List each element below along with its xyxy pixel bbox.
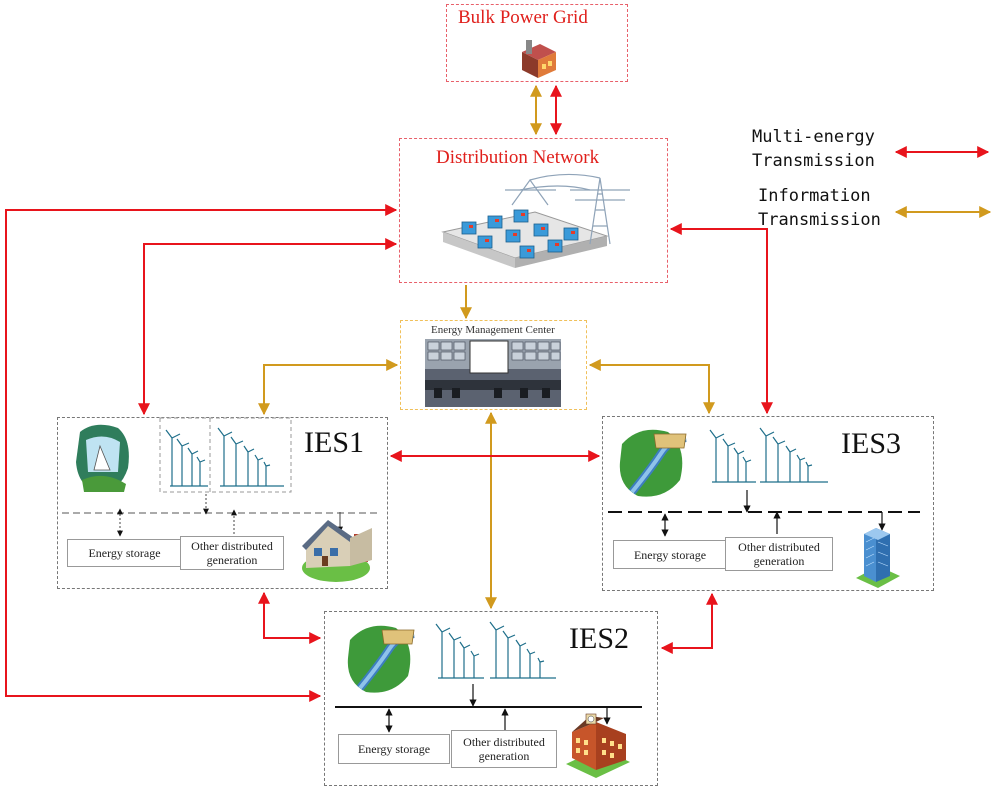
ies3-office-building-icon bbox=[856, 528, 900, 588]
ies3-label: IES3 bbox=[841, 427, 901, 460]
ies2-other-generation: Other distributed generation bbox=[451, 730, 557, 768]
ies1-wind-frame bbox=[159, 417, 292, 493]
ies1-other-generation: Other distributed generation bbox=[180, 536, 284, 570]
dist-ies3-energy-arrow bbox=[669, 223, 773, 415]
ies3-other-generation: Other distributed generation bbox=[725, 537, 833, 571]
control-room-icon bbox=[425, 339, 561, 407]
ies2-hydro-icon bbox=[347, 625, 415, 693]
energy-management-center-box: Energy Management Center bbox=[400, 320, 587, 410]
dist-ies1-energy-arrow bbox=[138, 238, 398, 416]
ies3-energy-storage: Energy storage bbox=[613, 540, 727, 569]
emc-ies1-info-arrow bbox=[258, 359, 399, 416]
ies3-ies2-energy-arrow bbox=[660, 592, 718, 654]
power-plant-icon bbox=[522, 40, 556, 78]
distribution-network-box: Distribution Network bbox=[399, 138, 668, 283]
substation-icon bbox=[441, 173, 630, 268]
legend-information: Information Transmission bbox=[758, 186, 881, 230]
ies1-wind-turbines-icon bbox=[165, 427, 284, 487]
ies2-energy-storage: Energy storage bbox=[338, 734, 450, 764]
ies2-wind-turbines-icon bbox=[435, 621, 556, 679]
ies3-wind-turbines-icon bbox=[709, 427, 828, 483]
bulk-power-grid-title: Bulk Power Grid bbox=[458, 7, 588, 28]
distribution-network-title: Distribution Network bbox=[436, 147, 600, 168]
bulk-power-grid-box: Bulk Power Grid bbox=[446, 4, 628, 82]
emc-ies3-info-arrow bbox=[588, 359, 715, 415]
ies2-label: IES2 bbox=[569, 622, 629, 655]
legend-multi-energy: Multi-energy Transmission bbox=[752, 127, 875, 171]
ies1-ies2-energy-arrow bbox=[258, 591, 322, 644]
ies1-hydro-icon bbox=[76, 424, 129, 492]
energy-management-center-title: Energy Management Center bbox=[431, 324, 555, 336]
ies2-box: IES2 Energy storage Other distributed ge… bbox=[324, 611, 658, 786]
dist-ies2-energy-arrow bbox=[5, 204, 398, 702]
ies3-box: IES3 Energy storage Other distributed ge… bbox=[602, 416, 934, 591]
ies1-house-icon bbox=[302, 520, 372, 582]
ies3-hydro-icon bbox=[619, 429, 687, 497]
ies1-energy-storage: Energy storage bbox=[67, 539, 182, 567]
ies2-school-building-icon bbox=[566, 713, 630, 778]
